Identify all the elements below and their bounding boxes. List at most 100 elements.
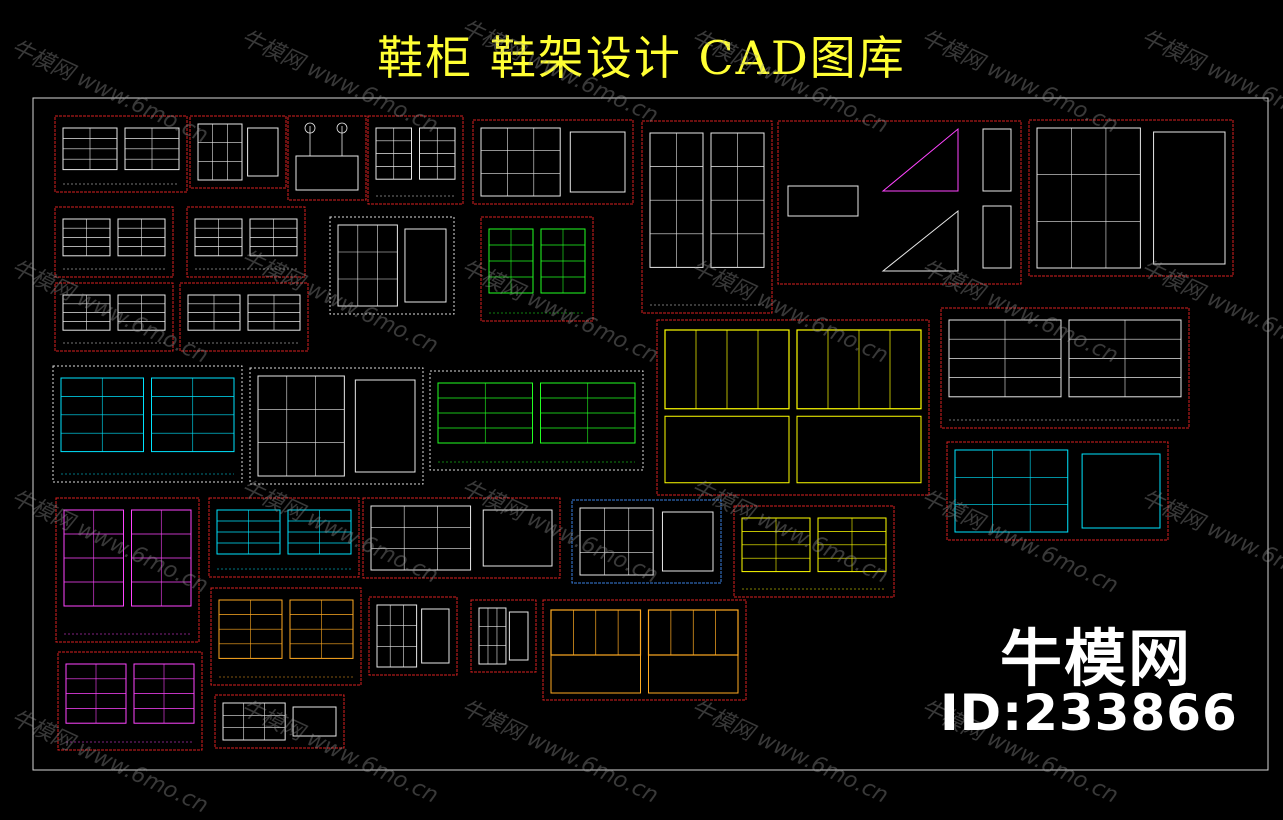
drawing-sheet [656,319,930,496]
drawing-sheet [186,206,306,278]
drawing-sheet [733,505,895,598]
side-section [292,706,337,737]
side-section [482,509,553,567]
sheet-frame [470,599,537,673]
cabinet-elevation [295,155,359,191]
drawing-sheet [1028,119,1234,277]
sheet-frame [940,307,1190,429]
sheet-frame [52,365,243,483]
drawing-sheet [210,587,362,686]
plan-view [197,123,243,181]
drawing-sheet [54,282,174,352]
brand-logo-text: 牛模网 [1000,622,1193,695]
sheet-frame [946,441,1169,541]
drawing-sheet [329,216,455,315]
sheet-frame [429,370,644,471]
plan-view [257,375,345,477]
sheet-frame [214,694,345,749]
cad-drawing-canvas [32,97,1269,771]
sheet-frame [208,497,360,578]
side-section [569,131,626,193]
sheet-frame [57,651,203,751]
cabinet-elevation [648,654,739,694]
side-section [508,611,529,661]
drawing-sheet [472,119,634,205]
plan-view [579,507,654,576]
drawing-sheet [287,115,367,201]
plant-leaf [336,122,348,134]
sheet-frame [210,587,362,686]
cabinet-elevation [796,415,922,484]
drawing-sheet [54,115,188,193]
drawing-sheet [940,307,1190,429]
side-section [354,379,416,473]
plan-view [1036,127,1141,269]
drawing-sheet [480,216,594,322]
side-section [661,511,714,572]
sheet-frame [54,282,174,352]
drawing-sheet [470,599,537,673]
drawing-sheet [946,441,1169,541]
sheet-frame [368,596,458,676]
drawing-sheet [367,115,464,205]
sheet-frame [287,115,367,201]
side-section [1081,453,1161,529]
drawing-sheet [52,365,243,483]
drawing-sheet [362,497,561,579]
sheet-frame [472,119,634,205]
sheet-frame [54,206,174,278]
bench-elevation [787,185,859,217]
plan-view [954,449,1069,533]
drawing-sheet [179,282,309,352]
sheet-frame [189,115,287,189]
plan-view [337,224,398,307]
drawing-sheet [368,596,458,676]
drawing-sheet [57,651,203,751]
sheet-frame [571,499,722,584]
brand-id-text: ID:233866 [940,684,1238,742]
drawing-sheet [429,370,644,471]
sheet-frame [329,216,455,315]
plant-leaf [304,122,316,134]
outer-border-frame [32,97,1269,771]
drawing-sheet [249,367,424,485]
sheet-frame [362,497,561,579]
drawing-sheet [54,206,174,278]
sheet-frame [641,120,773,314]
plan-view [480,127,561,197]
sheet-frame [733,505,895,598]
stair-cabinet [881,127,959,192]
sheet-frame [186,206,306,278]
sheet-frame [249,367,424,485]
side-section [1153,131,1226,265]
plan-view [370,505,472,571]
plan-view [376,604,418,668]
side-section [404,228,447,303]
plan-view [222,702,286,741]
sheet-frame [656,319,930,496]
plan-view [478,607,507,665]
cabinet-elevation [982,128,1012,192]
cabinet-elevation [982,205,1012,269]
drawing-sheet [208,497,360,578]
drawing-sheet [571,499,722,584]
side-section [421,608,450,664]
sheet-frame [1028,119,1234,277]
drawing-sheet [214,694,345,749]
sheet-frame [367,115,464,205]
page-title: 鞋柜 鞋架设计 CAD图库 [377,31,906,85]
drawing-sheet [542,599,747,701]
drawing-sheet [641,120,773,314]
sheet-frame [777,120,1022,285]
cabinet-elevation [550,654,641,694]
stair-cabinet [881,209,959,272]
sheet-frame [54,115,188,193]
sheet-frame [480,216,594,322]
sheet-frame [55,497,200,643]
drawing-sheet [777,120,1022,285]
sheet-frame [542,599,747,701]
drawing-sheets-group [52,115,1234,751]
drawing-sheet [55,497,200,643]
side-section [247,127,279,177]
drawing-sheet [189,115,287,189]
